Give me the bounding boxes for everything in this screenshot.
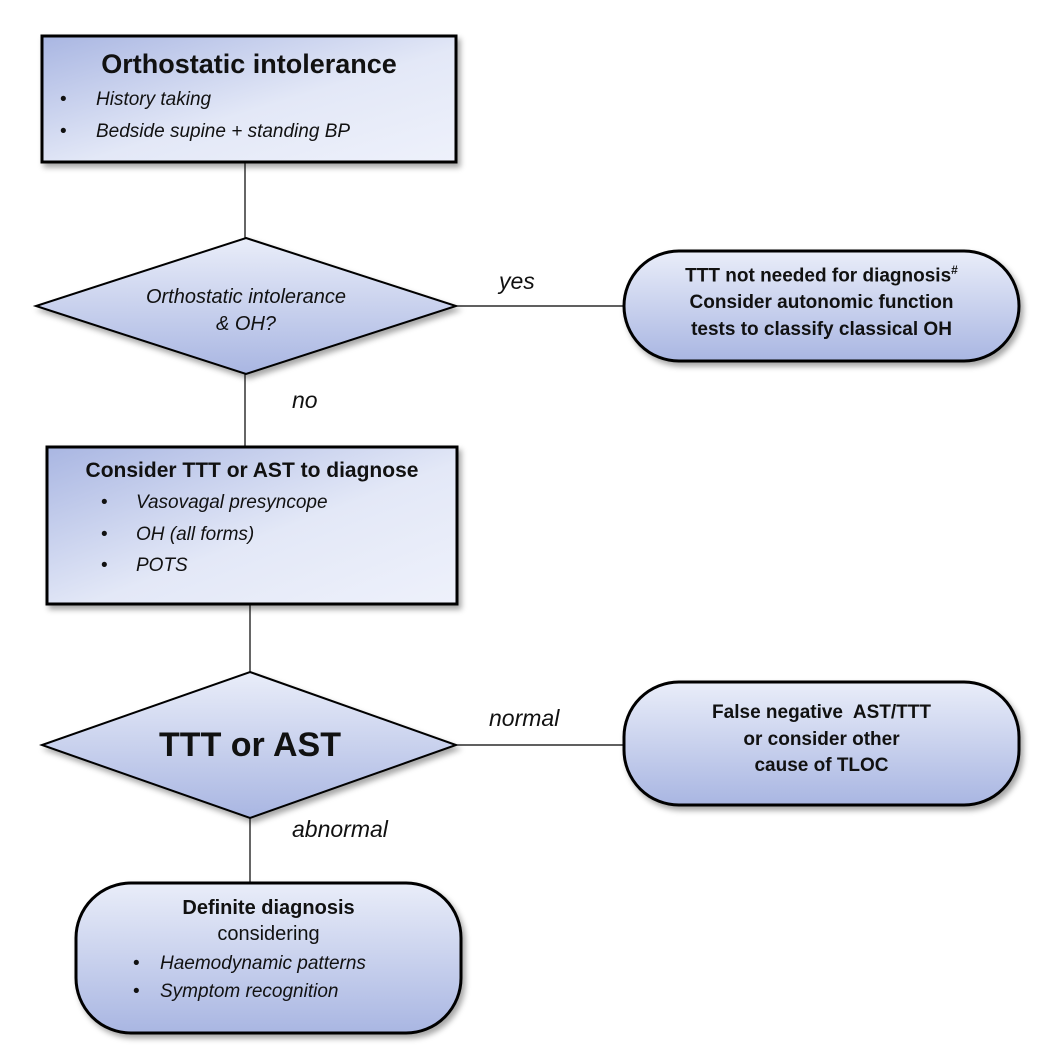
- edge-label-abnormal: abnormal: [292, 816, 388, 842]
- bullet-dot-icon: •: [101, 523, 108, 545]
- consider-bullet-list: • Vasovagal presyncope • OH (all forms) …: [47, 487, 457, 581]
- final-node-text: Definite diagnosis considering • Haemody…: [76, 896, 461, 1005]
- consider-bullet-item: • OH (all forms): [101, 519, 457, 550]
- bullet-dot-icon: •: [60, 120, 67, 142]
- final-subtitle: considering: [217, 923, 320, 945]
- start-bullet-text: History taking: [96, 89, 212, 111]
- consider-bullet-text: Vasovagal presyncope: [136, 492, 328, 514]
- bullet-dot-icon: •: [60, 89, 67, 111]
- normal-result-line1: False negative AST/TTT: [712, 702, 931, 723]
- decision2-diamond: [38, 670, 459, 820]
- final-bullet-item: • Haemodynamic patterns: [133, 950, 461, 978]
- bullet-dot-icon: •: [133, 980, 140, 1002]
- yes-result-line1-text: TTT not needed for diagnosis: [685, 265, 952, 287]
- start-bullet-text: Bedside supine + standing BP: [96, 120, 351, 142]
- edge-label-yes: yes: [499, 268, 535, 294]
- start-bullet-list: • History taking • Bedside supine + stan…: [42, 84, 456, 147]
- final-bullet-text: Haemodynamic patterns: [160, 953, 366, 974]
- footnote-mark: #: [951, 263, 958, 277]
- bullet-dot-icon: •: [101, 554, 108, 576]
- final-title: Definite diagnosis: [182, 897, 355, 919]
- consider-bullet-item: • Vasovagal presyncope: [101, 487, 457, 518]
- start-box: [40, 34, 458, 164]
- decision1-line1: Orthostatic intolerance: [145, 286, 347, 308]
- final-bullet-text: Symptom recognition: [160, 980, 339, 1002]
- start-title: Orthostatic intolerance: [101, 49, 397, 79]
- start-bullet-item: • History taking: [60, 84, 456, 115]
- final-bullet-item: • Symptom recognition: [133, 978, 461, 1006]
- yes-result-pill: [622, 249, 1021, 363]
- decision1-line2: & OH?: [215, 313, 277, 335]
- edge-label-normal: normal: [489, 705, 560, 731]
- normal-result-line3: cause of TLOC: [754, 755, 889, 777]
- consider-box: [45, 445, 459, 606]
- yes-result-line3: tests to classify classical OH: [691, 318, 952, 340]
- consider-bullet-item: • POTS: [101, 550, 457, 581]
- final-diagnosis-pill: [74, 881, 463, 1035]
- normal-result-text: False negative AST/TTT or consider other…: [624, 700, 1019, 780]
- consider-bullet-text: POTS: [136, 554, 188, 576]
- bullet-dot-icon: •: [101, 492, 108, 514]
- normal-result-pill: [622, 680, 1021, 807]
- yes-result-line1: TTT not needed for diagnosis#: [624, 262, 1019, 290]
- bullet-dot-icon: •: [133, 953, 140, 974]
- decision1-text: Orthostatic intolerance & OH?: [96, 284, 396, 338]
- edge-label-no: no: [292, 387, 318, 413]
- final-bullet-list: • Haemodynamic patterns • Symptom recogn…: [76, 950, 461, 1005]
- normal-result-line2: or consider other: [743, 728, 900, 750]
- start-bullet-item: • Bedside supine + standing BP: [60, 116, 456, 147]
- decision1-diamond: [32, 236, 460, 376]
- yes-result-line2: Consider autonomic function: [689, 291, 954, 313]
- decision2-label: TTT or AST: [159, 726, 341, 764]
- consider-title: Consider TTT or AST to diagnose: [85, 459, 419, 482]
- consider-bullet-text: OH (all forms): [136, 523, 255, 545]
- yes-result-text: TTT not needed for diagnosis# Consider a…: [624, 262, 1019, 343]
- consider-node-text: Consider TTT or AST to diagnose • Vasova…: [47, 458, 457, 581]
- decision2-text: TTT or AST: [100, 728, 400, 762]
- start-node-text: Orthostatic intolerance • History taking…: [42, 48, 456, 147]
